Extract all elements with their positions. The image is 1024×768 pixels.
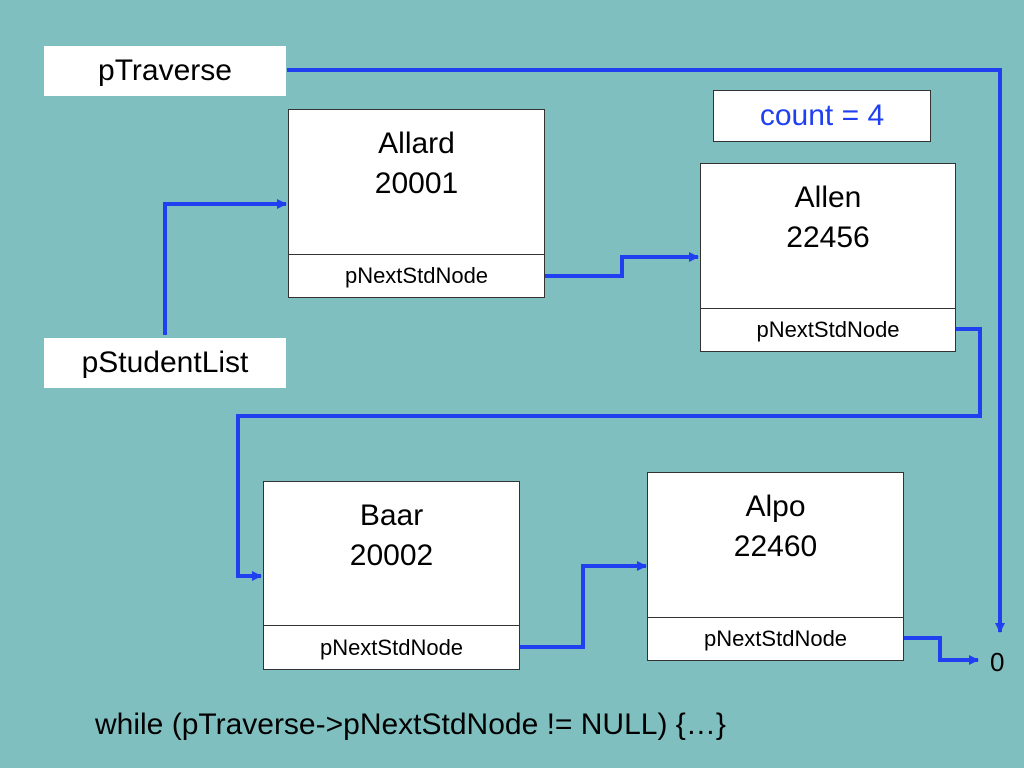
node-next-pointer: pNextStdNode — [264, 625, 519, 669]
node-id: 22456 — [786, 221, 870, 254]
node-id: 20001 — [374, 167, 459, 200]
code-line: while (pTraverse->pNextStdNode != NULL) … — [95, 708, 726, 741]
node-name: Allard — [378, 127, 455, 160]
node-alpo: Alpo 22460 pNextStdNode — [647, 472, 904, 661]
allard-to-allen-arrow — [545, 252, 699, 278]
node-name: Allen — [794, 181, 862, 214]
node-name: Alpo — [745, 490, 806, 523]
node-name: Baar — [359, 499, 424, 532]
ptraverse-label: pTraverse — [44, 46, 286, 96]
node-allard: Allard 20001 pNextStdNode — [288, 109, 545, 298]
baar-to-alpo-arrow — [520, 561, 647, 649]
student-list-arrow — [163, 199, 287, 335]
traverse-arrow — [287, 68, 1005, 633]
pstudentlist-label: pStudentList — [44, 338, 286, 388]
node-id: 20002 — [349, 539, 434, 572]
null-terminator: 0 — [990, 647, 1005, 677]
node-next-pointer: pNextStdNode — [648, 617, 903, 660]
node-next-pointer: pNextStdNode — [701, 308, 955, 351]
allen-to-baar-arrow — [236, 327, 982, 581]
node-allen: Allen 22456 pNextStdNode — [700, 163, 956, 352]
node-next-pointer: pNextStdNode — [289, 254, 544, 297]
node-id: 22460 — [733, 530, 818, 563]
alpo-to-null-arrow — [903, 636, 979, 665]
count-box: count = 4 — [713, 90, 931, 142]
node-baar: Baar 20002 pNextStdNode — [263, 481, 520, 670]
